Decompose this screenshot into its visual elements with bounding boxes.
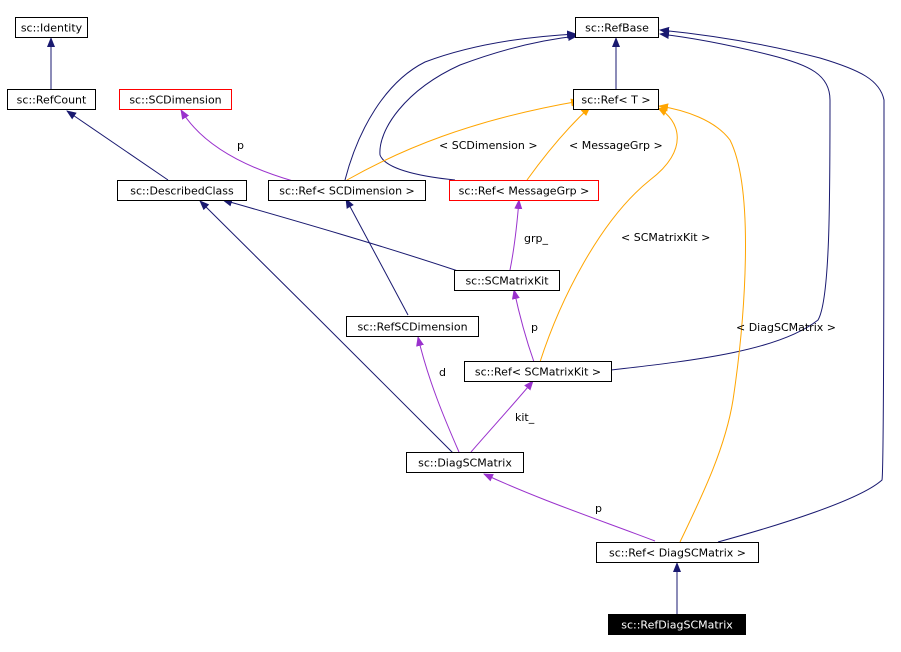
node-sc-ref-t[interactable]: sc::Ref< T >	[573, 89, 659, 110]
edge-label-p-diag: p	[595, 502, 602, 515]
edge-ref-scmatrixkit-uses-scmatrixkit	[511, 289, 535, 363]
edge-diagscmatrix-uses-refscdimension	[416, 336, 460, 453]
node-label: sc::Ref< DiagSCMatrix >	[609, 547, 746, 560]
node-label: sc::SCMatrixKit	[465, 275, 549, 288]
edge-label-kit: kit_	[515, 411, 535, 424]
node-label: sc::Ref< MessageGrp >	[459, 185, 590, 198]
node-label: sc::Ref< SCMatrixKit >	[475, 366, 601, 379]
node-sc-diagscmatrix[interactable]: sc::DiagSCMatrix	[406, 452, 524, 473]
node-sc-refcount[interactable]: sc::RefCount	[7, 89, 96, 110]
edge-ref-scmatrixkit-template	[539, 107, 678, 363]
edge-diagscmatrix-to-describedclass	[199, 200, 456, 456]
edge-label-tmpl-scdimension: < SCDimension >	[439, 139, 538, 152]
node-sc-scmatrixkit[interactable]: sc::SCMatrixKit	[454, 270, 560, 291]
node-label: sc::SCDimension	[129, 94, 221, 107]
node-label: sc::DiagSCMatrix	[418, 457, 512, 470]
edge-ref-messagegrp-template	[526, 106, 591, 181]
node-sc-refdiagscmatrix: sc::RefDiagSCMatrix	[608, 614, 746, 635]
node-label: sc::RefCount	[17, 94, 87, 107]
edge-label-p-kit: p	[531, 321, 538, 334]
node-sc-scdimension[interactable]: sc::SCDimension	[119, 89, 232, 110]
node-sc-describedclass[interactable]: sc::DescribedClass	[117, 180, 247, 201]
edge-describedclass-to-refcount	[66, 110, 169, 181]
node-label: sc::Ref< T >	[581, 94, 650, 107]
node-sc-refbase[interactable]: sc::RefBase	[575, 17, 659, 38]
edge-label-tmpl-messagegrp: < MessageGrp >	[569, 139, 663, 152]
edge-diagscmatrix-uses-ref-scmatrixkit	[470, 380, 534, 453]
edge-ref-diagscmatrix-uses-diagscmatrix	[483, 473, 656, 542]
edge-label-p-scdimension: p	[237, 139, 244, 152]
node-sc-ref-scmatrixkit[interactable]: sc::Ref< SCMatrixKit >	[464, 361, 612, 382]
edge-ref-scmatrixkit-to-refbase	[610, 31, 831, 371]
edge-ref-diagscmatrix-template	[658, 103, 746, 543]
node-label: sc::RefDiagSCMatrix	[621, 619, 733, 632]
edge-refscdimension-to-ref-scdimension	[345, 198, 409, 316]
node-sc-ref-diagscmatrix[interactable]: sc::Ref< DiagSCMatrix >	[596, 542, 759, 563]
node-label: sc::Identity	[21, 22, 83, 35]
edge-scmatrixkit-to-describedclass	[222, 198, 459, 272]
node-label: sc::DescribedClass	[130, 185, 234, 198]
edge-ref-scdimension-uses-scdimension	[180, 109, 294, 182]
node-label: sc::RefBase	[585, 22, 649, 35]
node-sc-ref-messagegrp[interactable]: sc::Ref< MessageGrp >	[449, 180, 599, 201]
edge-label-tmpl-scmatrixkit: < SCMatrixKit >	[621, 231, 710, 244]
edge-scmatrixkit-uses-ref-messagegrp	[509, 199, 523, 271]
edge-ref-messagegrp-to-refbase	[379, 32, 578, 181]
node-label: sc::Ref< SCDimension >	[279, 185, 415, 198]
node-sc-ref-scdimension[interactable]: sc::Ref< SCDimension >	[268, 180, 426, 201]
edge-ref-diagscmatrix-to-refbase	[659, 26, 885, 543]
edge-label-grp: grp_	[524, 232, 548, 245]
edge-label-tmpl-diagscmatrix: < DiagSCMatrix >	[736, 321, 836, 334]
node-sc-identity[interactable]: sc::Identity	[15, 17, 88, 38]
node-sc-refscdimension[interactable]: sc::RefSCDimension	[346, 316, 479, 337]
node-label: sc::RefSCDimension	[357, 321, 467, 334]
edge-ref-scdimension-to-refbase	[344, 30, 577, 181]
edge-label-d: d	[439, 366, 446, 379]
edge-ref-scdimension-template	[346, 98, 581, 181]
